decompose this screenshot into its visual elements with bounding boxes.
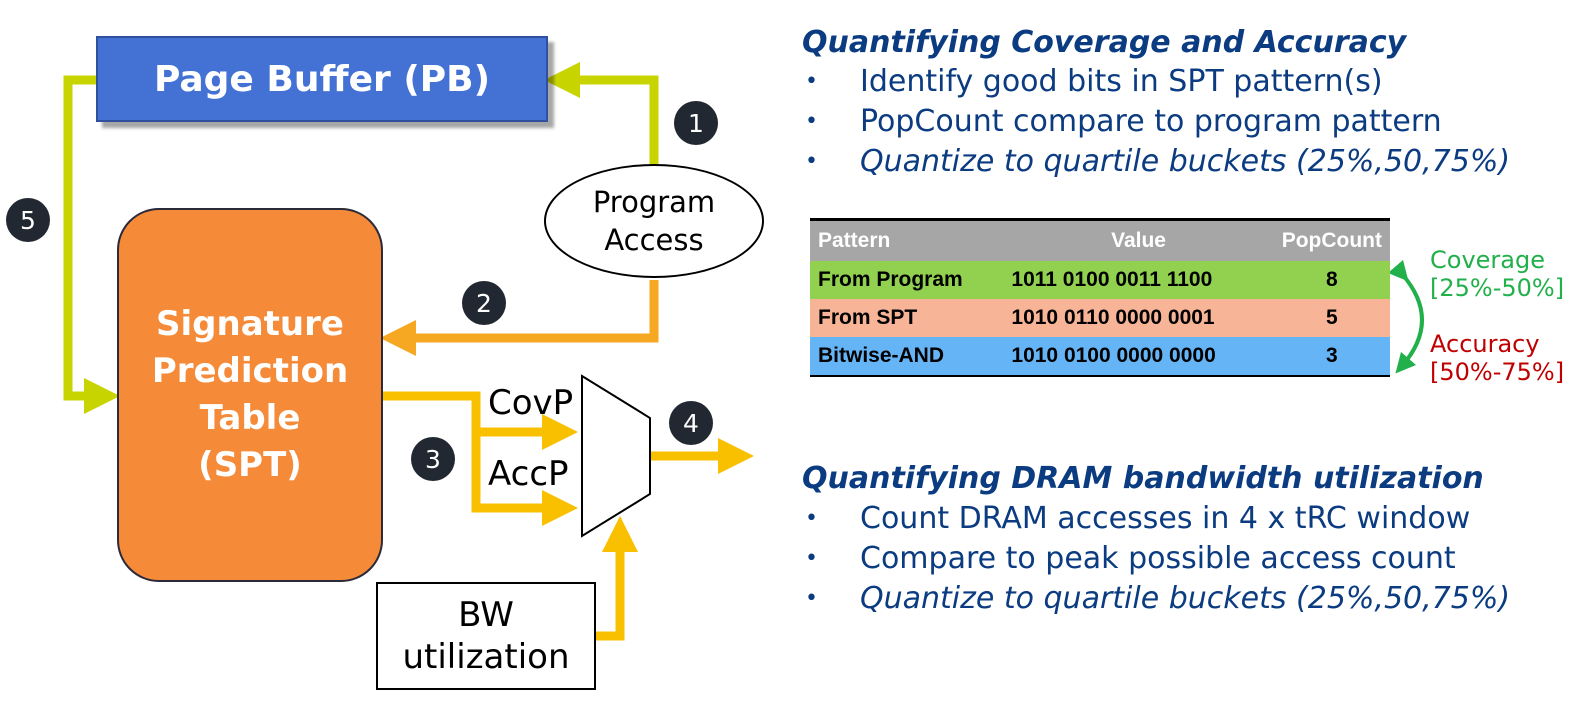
coverage-bullet: Identify good bits in SPT pattern(s): [802, 62, 1510, 102]
arrow-spt-to-accp: [471, 432, 578, 526]
spt-label-line: Signature: [156, 304, 344, 344]
table-row: Bitwise-AND 1010 0100 0000 0000 3: [810, 337, 1390, 377]
coverage-label: Coverage [25%-50%]: [1430, 246, 1564, 302]
spt-label-line: Table: [199, 398, 301, 438]
arrow-program-to-spt: [380, 280, 659, 356]
program-access-label-line: Program: [592, 185, 716, 219]
step-marker: 4: [669, 401, 713, 445]
spt-label-line: (SPT): [198, 445, 302, 485]
bandwidth-bullet: Count DRAM accesses in 4 x tRC window: [802, 499, 1510, 539]
table-header-pattern: Pattern: [810, 219, 1004, 261]
table-header-row: Pattern Value PopCount: [810, 219, 1390, 261]
accuracy-label: Accuracy [50%-75%]: [1430, 330, 1564, 386]
step-marker: 3: [411, 437, 455, 481]
table-cell: From SPT: [810, 299, 1004, 337]
table-cell: 1010 0100 0000 0000: [1003, 337, 1274, 377]
table-header-value: Value: [1003, 219, 1274, 261]
coverage-label-line: Coverage: [1430, 246, 1545, 274]
coverage-label-line: [25%-50%]: [1430, 274, 1565, 302]
spt-box: Signature Prediction Table (SPT): [117, 208, 383, 582]
program-access-label-line: Access: [604, 223, 704, 257]
step-marker: 1: [674, 101, 718, 145]
table-row: From SPT 1010 0110 0000 0001 5: [810, 299, 1390, 337]
table-row: From Program 1011 0100 0011 1100 8: [810, 261, 1390, 299]
coverage-arrow: [1387, 259, 1424, 374]
bw-label-line: utilization: [402, 637, 570, 677]
bandwidth-section-heading: Quantifying DRAM bandwidth utilization: [802, 461, 1484, 496]
step-marker: 2: [462, 281, 506, 325]
covp-label: CovP: [488, 383, 574, 423]
arrow-bw-to-mux: [596, 516, 638, 641]
page-buffer-box: Page Buffer (PB): [96, 36, 548, 122]
bw-utilization-box: BW utilization: [376, 582, 596, 690]
bw-label-line: BW: [458, 595, 514, 635]
page-buffer-label: Page Buffer (PB): [153, 58, 491, 100]
arrow-pb-to-spt: [63, 75, 120, 414]
coverage-bullet: Quantize to quartile buckets (25%,50,75%…: [802, 142, 1510, 182]
accp-label: AccP: [488, 454, 569, 494]
table-cell: 1010 0110 0000 0001: [1003, 299, 1274, 337]
table-cell: 5: [1273, 299, 1390, 337]
table-header-popcount: PopCount: [1273, 219, 1390, 261]
bandwidth-bullet-list: Count DRAM accesses in 4 x tRC window Co…: [802, 499, 1510, 619]
table-cell: 1011 0100 0011 1100: [1003, 261, 1274, 299]
coverage-section-heading: Quantifying Coverage and Accuracy: [802, 25, 1407, 60]
accuracy-label-line: Accuracy: [1430, 330, 1540, 358]
step-marker: 5: [6, 198, 50, 242]
accuracy-label-line: [50%-75%]: [1430, 358, 1565, 386]
program-access-ellipse: Program Access: [544, 164, 764, 278]
coverage-bullet-list: Identify good bits in SPT pattern(s) Pop…: [802, 62, 1510, 182]
pattern-table: Pattern Value PopCount From Program 1011…: [810, 218, 1390, 377]
arrow-spt-to-covp: [383, 391, 578, 450]
table-cell: Bitwise-AND: [810, 337, 1004, 377]
spt-label-line: Prediction: [151, 351, 349, 391]
bandwidth-bullet: Quantize to quartile buckets (25%,50,75%…: [802, 579, 1510, 619]
arrow-program-to-pb: [544, 62, 659, 164]
coverage-bullet: PopCount compare to program pattern: [802, 102, 1510, 142]
table-cell: From Program: [810, 261, 1004, 299]
table-cell: 3: [1273, 337, 1390, 377]
bandwidth-bullet: Compare to peak possible access count: [802, 539, 1510, 579]
table-cell: 8: [1273, 261, 1390, 299]
mux-shape: [581, 374, 651, 538]
